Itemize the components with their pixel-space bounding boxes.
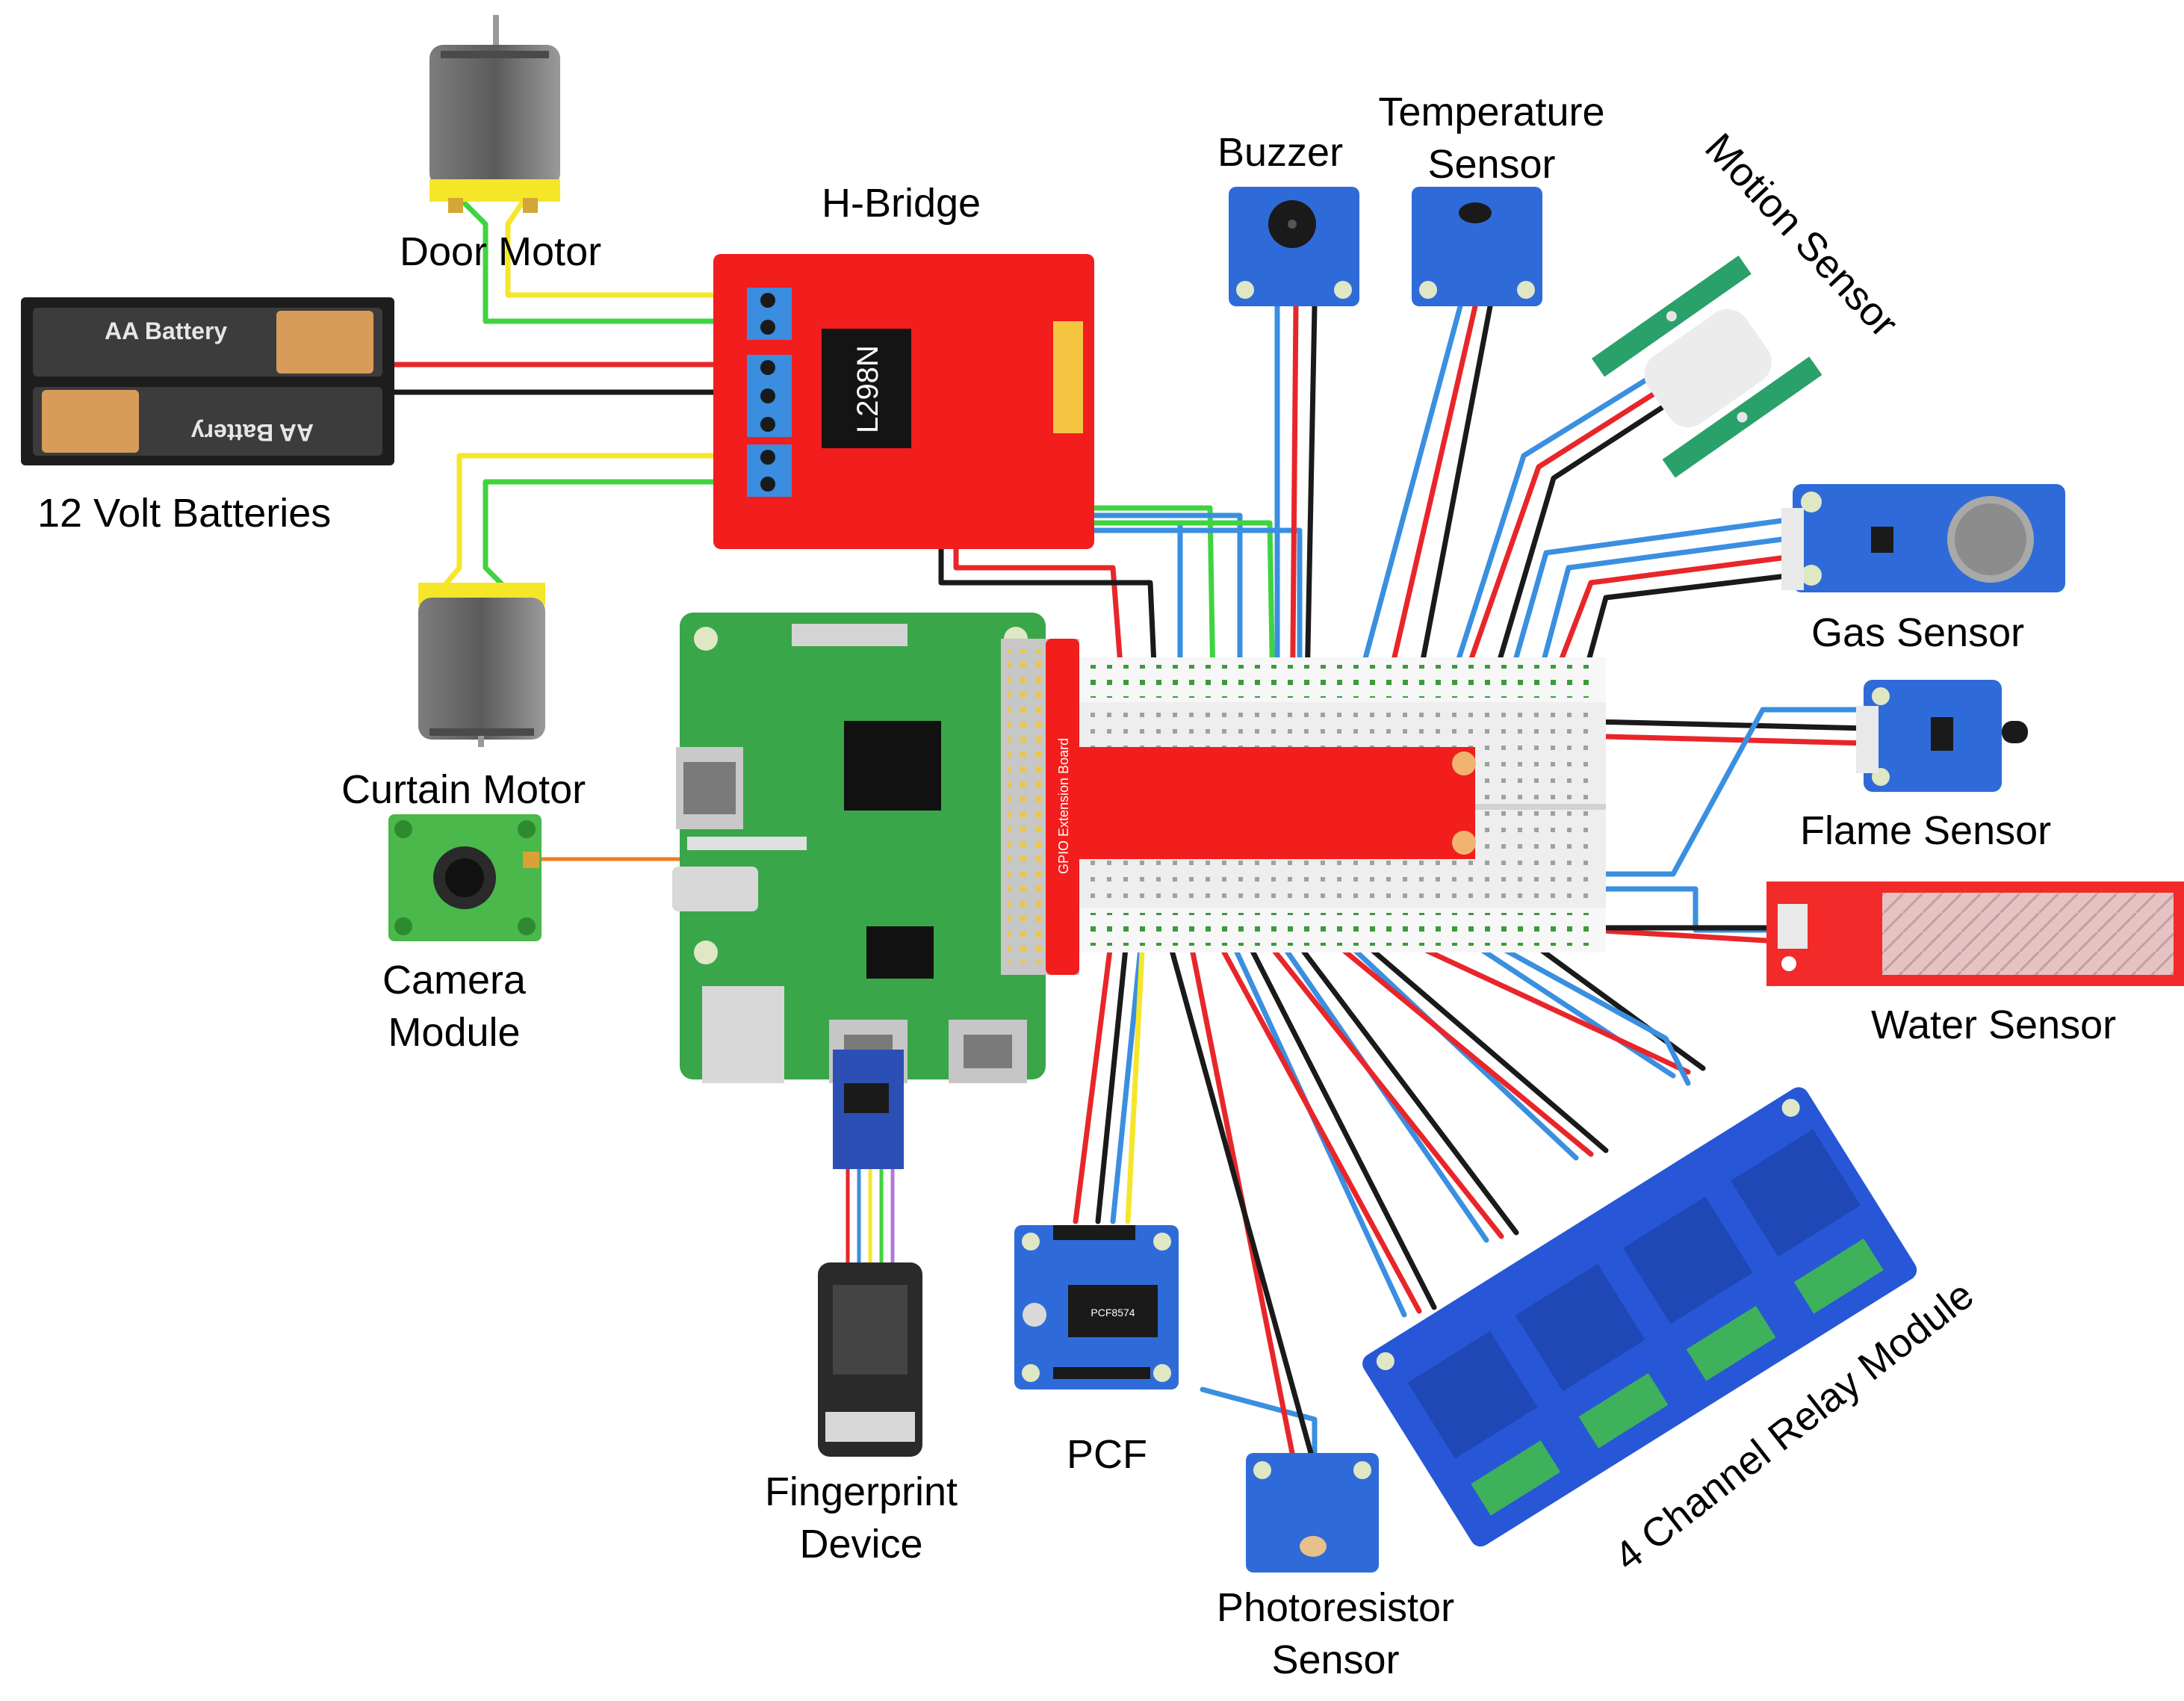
battery-pack: AA Battery AA Battery — [21, 297, 394, 465]
door-motor — [429, 15, 560, 213]
wire-door-motor-yellow — [505, 199, 757, 298]
wire-pcf-blue — [1110, 923, 1146, 1224]
wire-temp-red — [1386, 303, 1478, 683]
label-fingerprint-line2: Device — [799, 1522, 922, 1567]
wire-flame-black — [1558, 677, 1870, 731]
wire-relay2-black — [1282, 923, 1519, 1236]
wire-relay3-red — [1312, 923, 1594, 1157]
relay-module — [1362, 1087, 1917, 1547]
gas-sensor-module — [1781, 484, 2065, 592]
wire-pcf-red — [1073, 923, 1116, 1224]
wire-motion-black — [1491, 378, 1706, 683]
label-gas-sensor: Gas Sensor — [1811, 610, 2024, 655]
wire-pcf-black — [1095, 923, 1131, 1224]
wire-gas-red — [1551, 554, 1796, 683]
wire-motion-red — [1461, 367, 1695, 683]
raspberry-pi — [672, 613, 1046, 1083]
pcf-module: PCF8574 — [1014, 1225, 1179, 1389]
wire-relay3-black — [1341, 923, 1609, 1153]
wire-motion-blue — [1431, 356, 1684, 739]
battery-top-label: AA Battery — [105, 317, 227, 344]
wire-gas-black — [1580, 572, 1796, 683]
wire-relay2-red — [1252, 923, 1504, 1239]
wire-curtain-yellow — [438, 453, 757, 593]
battery-bottom-label: AA Battery — [191, 419, 314, 446]
wire-photo-black — [1162, 923, 1314, 1456]
wire-temp-black — [1416, 303, 1493, 683]
wire-photo-blue — [1200, 1386, 1318, 1456]
label-temperature-line2: Sensor — [1427, 142, 1555, 187]
label-camera-line2: Module — [388, 1010, 520, 1055]
temperature-sensor-module — [1412, 187, 1542, 306]
water-sensor-module — [1766, 882, 2184, 986]
fingerprint-device — [818, 1050, 922, 1457]
pcf-chip-label: PCF8574 — [1091, 1307, 1135, 1319]
label-12-volt-batteries: 12 Volt Batteries — [37, 491, 331, 536]
camera-module — [388, 814, 542, 941]
label-curtain-motor: Curtain Motor — [341, 767, 586, 812]
motion-sensor-module — [1591, 255, 1822, 478]
wire-flame-red — [1573, 692, 1870, 746]
l298n-chip-label: L298N — [851, 345, 884, 433]
curtain-motor — [418, 583, 545, 747]
label-camera-line1: Camera — [382, 958, 527, 1003]
wire-door-motor-green — [460, 199, 757, 324]
label-water-sensor: Water Sensor — [1871, 1003, 2116, 1047]
buzzer-module — [1229, 187, 1359, 306]
photoresistor-module — [1246, 1453, 1379, 1573]
label-photoresistor-line2: Sensor — [1271, 1638, 1399, 1682]
label-fingerprint-line1: Fingerprint — [765, 1469, 958, 1514]
label-buzzer: Buzzer — [1217, 130, 1343, 175]
flame-sensor-module — [1856, 680, 2028, 792]
label-h-bridge: H-Bridge — [822, 181, 981, 226]
wire-curtain-green — [483, 479, 757, 593]
label-temperature-line1: Temperature — [1378, 90, 1604, 134]
gpio-extension-board: GPIO Extension Board — [1001, 639, 1476, 975]
label-flame-sensor: Flame Sensor — [1800, 808, 2051, 853]
wire-relay1-red — [1207, 923, 1422, 1314]
h-bridge-board: L298N — [713, 254, 1094, 549]
wire-relay1-black — [1237, 923, 1437, 1310]
label-pcf: PCF — [1067, 1432, 1147, 1477]
wire-buzzer-black — [1304, 303, 1318, 690]
label-door-motor: Door Motor — [400, 229, 601, 274]
gpio-board-label: GPIO Extension Board — [1056, 738, 1071, 874]
label-photoresistor-line1: Photoresistor — [1217, 1585, 1454, 1630]
